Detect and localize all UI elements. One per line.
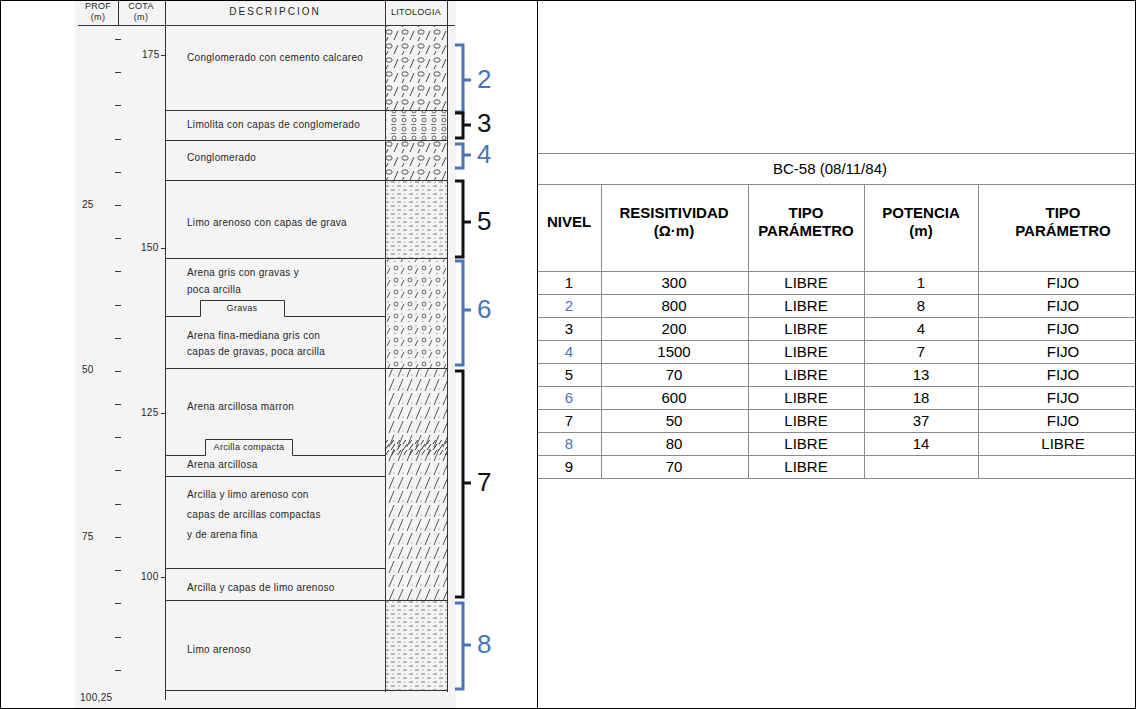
- lithology-description: Limo arenoso con capas de grava: [187, 217, 347, 229]
- lithology-description: Arcilla y capas de limo arenoso: [187, 582, 335, 594]
- table-cell: 18: [866, 389, 976, 407]
- table-cell: 7: [514, 412, 624, 430]
- table-cell: 8: [514, 435, 624, 453]
- table-cell: 13: [866, 366, 976, 384]
- table-cell: 8: [866, 297, 976, 315]
- column-header: RESISITIVIDAD (Ω·m): [604, 204, 744, 240]
- table-cell: FIJO: [1008, 297, 1118, 315]
- table-cell: LIBRE: [751, 435, 861, 453]
- table-cell: LIBRE: [1008, 435, 1118, 453]
- table-cell: LIBRE: [751, 458, 861, 476]
- column-header: NIVEL: [540, 213, 598, 231]
- callout-number: 2: [477, 64, 491, 95]
- lithology-description: Limo arenoso: [187, 644, 251, 656]
- elevation-label: 175: [142, 49, 160, 61]
- table-cell: 1500: [619, 343, 729, 361]
- lithology-description: Arena gris con gravas y poca arcilla: [187, 264, 312, 298]
- callout-number: 8: [477, 629, 491, 660]
- depth-label: 25: [82, 199, 94, 211]
- lithology-description: Conglomerado con cemento calcareo: [187, 52, 363, 64]
- table-cell: FIJO: [1008, 320, 1118, 338]
- table-cell: LIBRE: [751, 274, 861, 292]
- table-cell: 4: [514, 343, 624, 361]
- table-cell: LIBRE: [751, 297, 861, 315]
- table-cell: 200: [619, 320, 729, 338]
- depth-label: 50: [82, 364, 94, 376]
- table-cell: LIBRE: [751, 389, 861, 407]
- log-grid: [78, 0, 455, 700]
- elevation-label: 150: [141, 242, 159, 254]
- elevation-label: 100: [141, 571, 159, 583]
- callout-number: 3: [477, 108, 491, 139]
- depth-label: 75: [82, 531, 94, 543]
- column-header: TIPO PARÁMETRO: [1008, 204, 1118, 240]
- table-cell: 70: [619, 366, 729, 384]
- lithology-description: Arena arcillosa: [187, 459, 258, 471]
- table-cell: 9: [514, 458, 624, 476]
- table-cell: 14: [866, 435, 976, 453]
- table-cell: 300: [619, 274, 729, 292]
- column-header: POTENCIA (m): [874, 204, 969, 240]
- table-cell: FIJO: [1008, 412, 1118, 430]
- unit-brackets: [455, 45, 471, 689]
- table-cell: 50: [619, 412, 729, 430]
- table-cell: FIJO: [1008, 343, 1118, 361]
- column-header: TIPO PARÁMETRO: [751, 204, 861, 240]
- table-cell: 5: [514, 366, 624, 384]
- table-cell: 800: [619, 297, 729, 315]
- lithology-description: Arena arcillosa marron: [187, 401, 294, 413]
- column-header: PROF (m): [83, 1, 113, 23]
- lithology-description: Gravas: [202, 303, 282, 314]
- column-header: COTA (m): [125, 1, 157, 23]
- callout-number: 4: [477, 139, 491, 170]
- callout-number: 5: [477, 206, 491, 237]
- table-cell: 3: [514, 320, 624, 338]
- lithology-description: Arcilla compacta: [207, 442, 291, 453]
- scan-ground: [75, 0, 456, 709]
- callout-number: 7: [477, 467, 491, 498]
- lithology-description: Arcilla y limo arenoso con capas de arci…: [187, 485, 325, 545]
- depth-label: 100,25: [80, 692, 112, 704]
- lithology-description: Limolita con capas de conglomerado: [187, 119, 360, 131]
- table-title: BC-58 (08/11/84): [680, 160, 980, 178]
- table-cell: LIBRE: [751, 412, 861, 430]
- elevation-label: 125: [141, 407, 159, 419]
- depth-ticks: [115, 40, 165, 671]
- table-cell: 70: [619, 458, 729, 476]
- table-cell: LIBRE: [751, 343, 861, 361]
- table-cell: FIJO: [1008, 274, 1118, 292]
- table-cell: 600: [619, 389, 729, 407]
- table-cell: FIJO: [1008, 389, 1118, 407]
- column-header: LITOLOGIA: [385, 7, 447, 18]
- table-cell: 1: [514, 274, 624, 292]
- table-cell: 6: [514, 389, 624, 407]
- table-cell: 37: [866, 412, 976, 430]
- table-cell: LIBRE: [751, 320, 861, 338]
- frame-divider: [537, 0, 538, 709]
- callout-number: 6: [477, 294, 491, 325]
- table-cell: 1: [866, 274, 976, 292]
- lithology-fills: [386, 26, 447, 690]
- table-cell: 4: [866, 320, 976, 338]
- table-grid: [538, 154, 1136, 479]
- lithology-description: Conglomerado: [187, 152, 256, 164]
- table-cell: 2: [514, 297, 624, 315]
- table-cell: FIJO: [1008, 366, 1118, 384]
- table-cell: LIBRE: [751, 366, 861, 384]
- table-cell: 80: [619, 435, 729, 453]
- lithology-description: Arena fina-mediana gris con capas de gra…: [187, 328, 337, 360]
- column-header: DESCRIPCION: [175, 6, 375, 18]
- table-cell: 7: [866, 343, 976, 361]
